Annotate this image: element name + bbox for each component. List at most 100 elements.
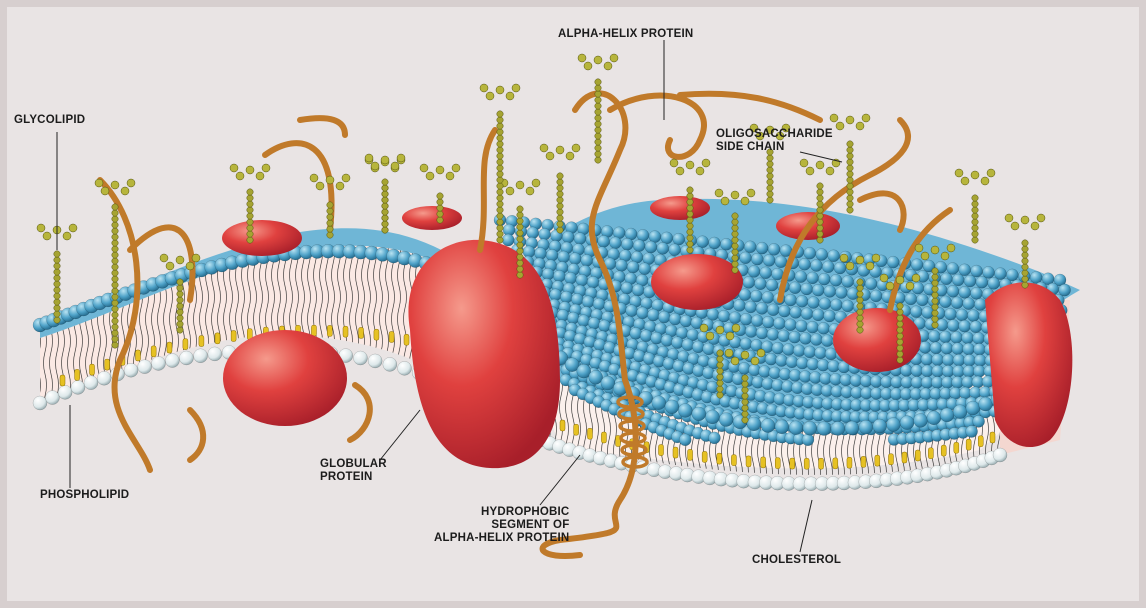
cholesterol bbox=[601, 432, 606, 443]
phospholipid-head bbox=[932, 354, 944, 366]
phospholipid-head bbox=[970, 321, 982, 333]
phospholipid-head bbox=[578, 315, 590, 327]
label-globular-line-1: GLOBULAR bbox=[320, 458, 387, 471]
phospholipid-head-lower bbox=[165, 354, 179, 368]
phospholipid-head bbox=[914, 413, 928, 427]
phospholipid-head bbox=[679, 434, 691, 446]
phospholipid-head bbox=[921, 353, 933, 365]
protein-small-top bbox=[402, 206, 462, 230]
phospholipid-head bbox=[790, 306, 802, 318]
cholesterol bbox=[902, 452, 907, 463]
phospholipid-head bbox=[567, 312, 579, 324]
phospholipid-head bbox=[953, 354, 965, 366]
phospholipid-head bbox=[799, 258, 811, 270]
phospholipid-head bbox=[818, 273, 830, 285]
phospholipid-head bbox=[887, 256, 899, 268]
phospholipid-head bbox=[802, 434, 814, 446]
phospholipid-head bbox=[621, 282, 633, 294]
phospholipid-head bbox=[812, 309, 824, 321]
phospholipid-head bbox=[976, 276, 988, 288]
phospholipid-head-lower bbox=[151, 356, 165, 370]
phospholipid-head bbox=[751, 253, 763, 265]
phospholipid-head bbox=[692, 341, 704, 353]
phospholipid-head bbox=[601, 376, 615, 390]
phospholipid-head bbox=[661, 232, 673, 244]
phospholipid-head bbox=[978, 397, 992, 411]
cholesterol bbox=[915, 450, 920, 461]
cholesterol bbox=[215, 333, 220, 344]
phospholipid-head bbox=[845, 421, 859, 435]
phospholipid-head bbox=[947, 263, 959, 275]
phospholipid-head bbox=[637, 307, 649, 319]
phospholipid-head bbox=[800, 332, 812, 344]
phospholipid-head bbox=[762, 316, 774, 328]
cholesterol bbox=[702, 451, 707, 462]
label-hydrophobic-line-3: ALPHA-HELIX PROTEIN bbox=[434, 532, 569, 545]
phospholipid-head bbox=[807, 272, 819, 284]
phospholipid-head bbox=[801, 308, 813, 320]
phospholipid-head bbox=[795, 320, 807, 332]
phospholipid-head bbox=[964, 354, 976, 366]
phospholipid-head bbox=[952, 274, 964, 286]
phospholipid-head bbox=[633, 240, 645, 252]
phospholipid-head-lower bbox=[33, 396, 47, 410]
cholesterol bbox=[659, 445, 664, 456]
phospholipid-head bbox=[756, 242, 768, 254]
phospholipid-head bbox=[793, 345, 805, 357]
phospholipid-head bbox=[692, 407, 706, 421]
phospholipid-head bbox=[673, 233, 685, 245]
phospholipid-head bbox=[816, 248, 828, 260]
phospholipid-head bbox=[804, 247, 816, 259]
phospholipid-head-lower bbox=[124, 363, 138, 377]
cholesterol bbox=[790, 458, 795, 469]
phospholipid-head bbox=[558, 251, 570, 263]
phospholipid-head bbox=[708, 432, 720, 444]
phospholipid-head bbox=[569, 253, 581, 265]
phospholipid-head bbox=[647, 309, 659, 321]
cholesterol bbox=[327, 325, 332, 336]
phospholipid-head bbox=[988, 277, 1000, 289]
phospholipid-head bbox=[973, 332, 985, 344]
cholesterol bbox=[231, 331, 236, 342]
cholesterol bbox=[151, 346, 156, 357]
phospholipid-head bbox=[627, 261, 639, 273]
cholesterol bbox=[875, 455, 880, 466]
protein-left-bottom bbox=[223, 330, 347, 426]
phospholipid-head bbox=[817, 359, 829, 371]
cholesterol bbox=[804, 458, 809, 469]
phospholipid-head bbox=[665, 400, 679, 414]
phospholipid-head bbox=[819, 298, 831, 310]
label-cholesterol: CHOLESTEROL bbox=[752, 554, 841, 567]
phospholipid-head bbox=[768, 243, 780, 255]
cholesterol bbox=[717, 453, 722, 464]
phospholipid-head bbox=[745, 301, 757, 313]
phospholipid-head-lower bbox=[368, 354, 382, 368]
cholesterol bbox=[560, 420, 565, 431]
phospholipid-head bbox=[817, 422, 831, 436]
phospholipid-head bbox=[593, 298, 605, 310]
cholesterol bbox=[888, 454, 893, 465]
phospholipid-head bbox=[771, 268, 783, 280]
phospholipid-head bbox=[671, 337, 683, 349]
phospholipid-head bbox=[940, 408, 954, 422]
phospholipid-head bbox=[810, 333, 822, 345]
phospholipid-head bbox=[795, 271, 807, 283]
phospholipid-head bbox=[589, 370, 603, 384]
phospholipid-head bbox=[571, 293, 583, 305]
phospholipid-head-lower bbox=[398, 361, 412, 375]
cholesterol bbox=[343, 326, 348, 337]
phospholipid-head bbox=[640, 330, 652, 342]
label-oligosaccharide-side-chain: OLIGOSACCHARIDE SIDE CHAIN bbox=[716, 128, 833, 154]
phospholipid-head bbox=[828, 250, 840, 262]
phospholipid-head bbox=[973, 415, 985, 427]
phospholipid-head-lower bbox=[208, 347, 222, 361]
phospholipid-head bbox=[739, 252, 751, 264]
phospholipid-head bbox=[919, 341, 931, 353]
phospholipid-head bbox=[900, 416, 914, 430]
label-glycolipid: GLYCOLIPID bbox=[14, 114, 85, 127]
protein-right-center bbox=[833, 308, 921, 372]
phospholipid-head bbox=[789, 282, 801, 294]
phospholipid-head bbox=[784, 319, 796, 331]
phospholipid-head bbox=[645, 241, 657, 253]
